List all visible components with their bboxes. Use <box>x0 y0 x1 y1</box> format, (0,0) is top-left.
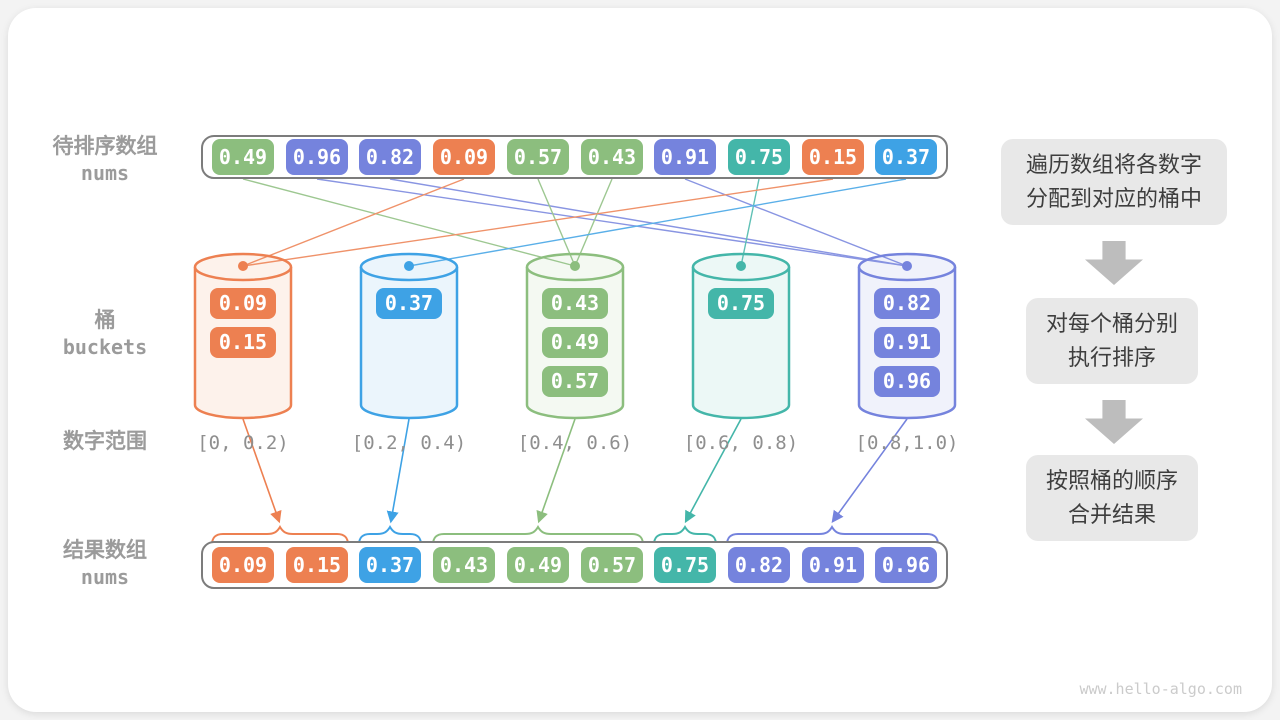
input-cell: 0.91 <box>654 139 716 175</box>
range-label: [0.8,1.0) <box>855 432 959 454</box>
input-cell: 0.09 <box>433 139 495 175</box>
result-cell: 0.37 <box>359 547 421 583</box>
result-cell: 0.09 <box>212 547 274 583</box>
range-row-label-zh: 数字范围 <box>63 430 147 453</box>
watermark: www.hello-algo.com <box>1079 680 1242 698</box>
step-text-line: 按照桶的顺序 <box>1045 468 1178 493</box>
bucket-item: 0.82 <box>874 288 940 319</box>
result-array-label-zh: 结果数组 <box>63 539 147 562</box>
result-array-label: 结果数组 nums <box>16 537 194 590</box>
result-array-label-en: nums <box>80 565 130 589</box>
result-cell: 0.82 <box>728 547 790 583</box>
input-cell: 0.49 <box>212 139 274 175</box>
result-cell: 0.15 <box>286 547 348 583</box>
input-cell: 0.57 <box>507 139 569 175</box>
range-label: [0, 0.2) <box>197 432 289 454</box>
result-cell: 0.91 <box>802 547 864 583</box>
range-label: [0.4, 0.6) <box>517 432 633 454</box>
input-cell: 0.96 <box>286 139 348 175</box>
input-array-label-zh: 待排序数组 <box>52 135 158 158</box>
result-cell: 0.43 <box>433 547 495 583</box>
input-cell: 0.82 <box>359 139 421 175</box>
input-cell: 0.15 <box>802 139 864 175</box>
bucket-item: 0.91 <box>874 327 940 358</box>
bucket-item: 0.37 <box>376 288 442 319</box>
bucket-item: 0.15 <box>210 327 276 358</box>
flow-down-arrow <box>1085 400 1143 444</box>
bucket-item: 0.43 <box>542 288 608 319</box>
bucket-item: 0.57 <box>542 366 608 397</box>
step-text-line: 对每个桶分别 <box>1045 311 1178 336</box>
buckets-label: 桶 buckets <box>16 307 194 360</box>
step-box-sort: 对每个桶分别 执行排序 <box>1026 298 1198 384</box>
step-text-line: 执行排序 <box>1067 345 1156 370</box>
step-box-distribute: 遍历数组将各数字 分配到对应的桶中 <box>1001 139 1227 225</box>
bucket-item: 0.09 <box>210 288 276 319</box>
input-array-label: 待排序数组 nums <box>16 133 194 186</box>
flow-down-arrow <box>1085 241 1143 285</box>
range-label: [0.6, 0.8) <box>683 432 799 454</box>
buckets-label-en: buckets <box>62 335 148 359</box>
result-cell: 0.96 <box>875 547 937 583</box>
bucket-item: 0.75 <box>708 288 774 319</box>
step-text-line: 遍历数组将各数字 <box>1025 152 1202 177</box>
result-cell: 0.57 <box>581 547 643 583</box>
input-array-label-en: nums <box>80 161 130 185</box>
step-text-line: 分配到对应的桶中 <box>1025 186 1202 211</box>
bucket-item: 0.49 <box>542 327 608 358</box>
range-row-label: 数字范围 <box>16 428 194 455</box>
result-cell: 0.75 <box>654 547 716 583</box>
step-text-line: 合并结果 <box>1067 502 1156 527</box>
input-cell: 0.43 <box>581 139 643 175</box>
input-cell: 0.37 <box>875 139 937 175</box>
input-cell: 0.75 <box>728 139 790 175</box>
result-cell: 0.49 <box>507 547 569 583</box>
buckets-label-zh: 桶 <box>94 309 116 332</box>
range-label: [0.2, 0.4) <box>351 432 467 454</box>
bucket-item: 0.96 <box>874 366 940 397</box>
step-box-merge: 按照桶的顺序 合并结果 <box>1026 455 1198 541</box>
